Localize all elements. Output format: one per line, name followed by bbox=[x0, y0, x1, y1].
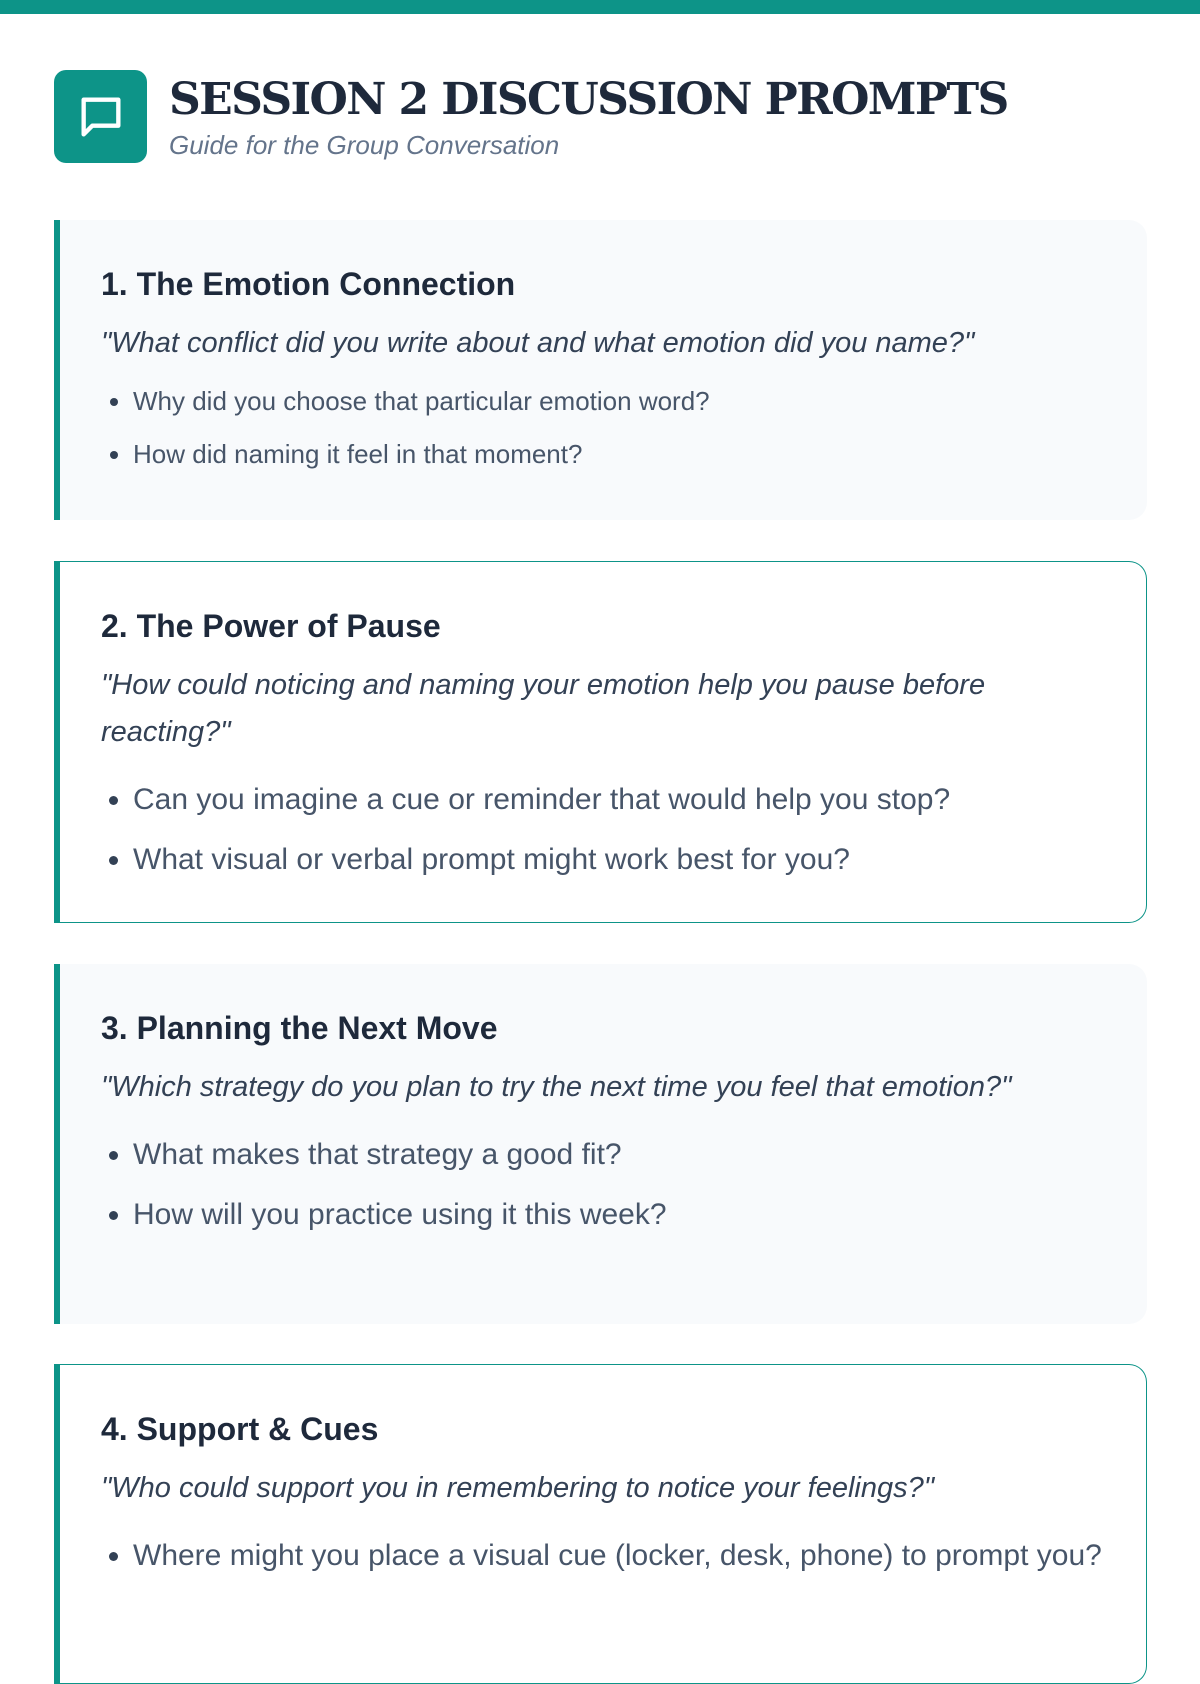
list-item: How will you practice using it this week… bbox=[133, 1185, 1107, 1245]
follow-up-list: Why did you choose that particular emoti… bbox=[101, 375, 1107, 481]
list-item: How did naming it feel in that moment? bbox=[133, 428, 1107, 481]
follow-up-list: Where might you place a visual cue (lock… bbox=[101, 1526, 1106, 1586]
list-item: Why did you choose that particular emoti… bbox=[133, 375, 1107, 428]
follow-up-list: Can you imagine a cue or reminder that w… bbox=[101, 770, 1106, 890]
chat-bubble-icon bbox=[54, 70, 147, 163]
prompt-card-1: 1. The Emotion Connection "What conflict… bbox=[54, 220, 1147, 520]
card-question: "Which strategy do you plan to try the n… bbox=[101, 1071, 1012, 1103]
card-question: "How could noticing and naming your emot… bbox=[101, 669, 986, 748]
prompt-card-4: 4. Support & Cues "Who could support you… bbox=[54, 1364, 1147, 1684]
top-accent-bar bbox=[0, 0, 1200, 14]
follow-up-list: What makes that strategy a good fit? How… bbox=[101, 1125, 1107, 1245]
page-title: SESSION 2 DISCUSSION PROMPTS bbox=[169, 74, 1009, 125]
card-question: "Who could support you in remembering to… bbox=[101, 1472, 935, 1504]
prompt-card-3: 3. Planning the Next Move "Which strateg… bbox=[54, 964, 1147, 1324]
list-item: Where might you place a visual cue (lock… bbox=[133, 1526, 1106, 1586]
prompt-card-2: 2. The Power of Pause "How could noticin… bbox=[54, 561, 1147, 923]
card-question: "What conflict did you write about and w… bbox=[101, 327, 975, 359]
card-title: 3. Planning the Next Move bbox=[101, 1010, 498, 1046]
card-title: 4. Support & Cues bbox=[101, 1411, 379, 1447]
list-item: Can you imagine a cue or reminder that w… bbox=[133, 770, 1106, 830]
page-header: SESSION 2 DISCUSSION PROMPTS Guide for t… bbox=[54, 70, 1009, 163]
page-subtitle: Guide for the Group Conversation bbox=[169, 130, 560, 160]
card-title: 1. The Emotion Connection bbox=[101, 266, 516, 302]
card-title: 2. The Power of Pause bbox=[101, 608, 441, 644]
list-item: What visual or verbal prompt might work … bbox=[133, 830, 1106, 890]
list-item: What makes that strategy a good fit? bbox=[133, 1125, 1107, 1185]
